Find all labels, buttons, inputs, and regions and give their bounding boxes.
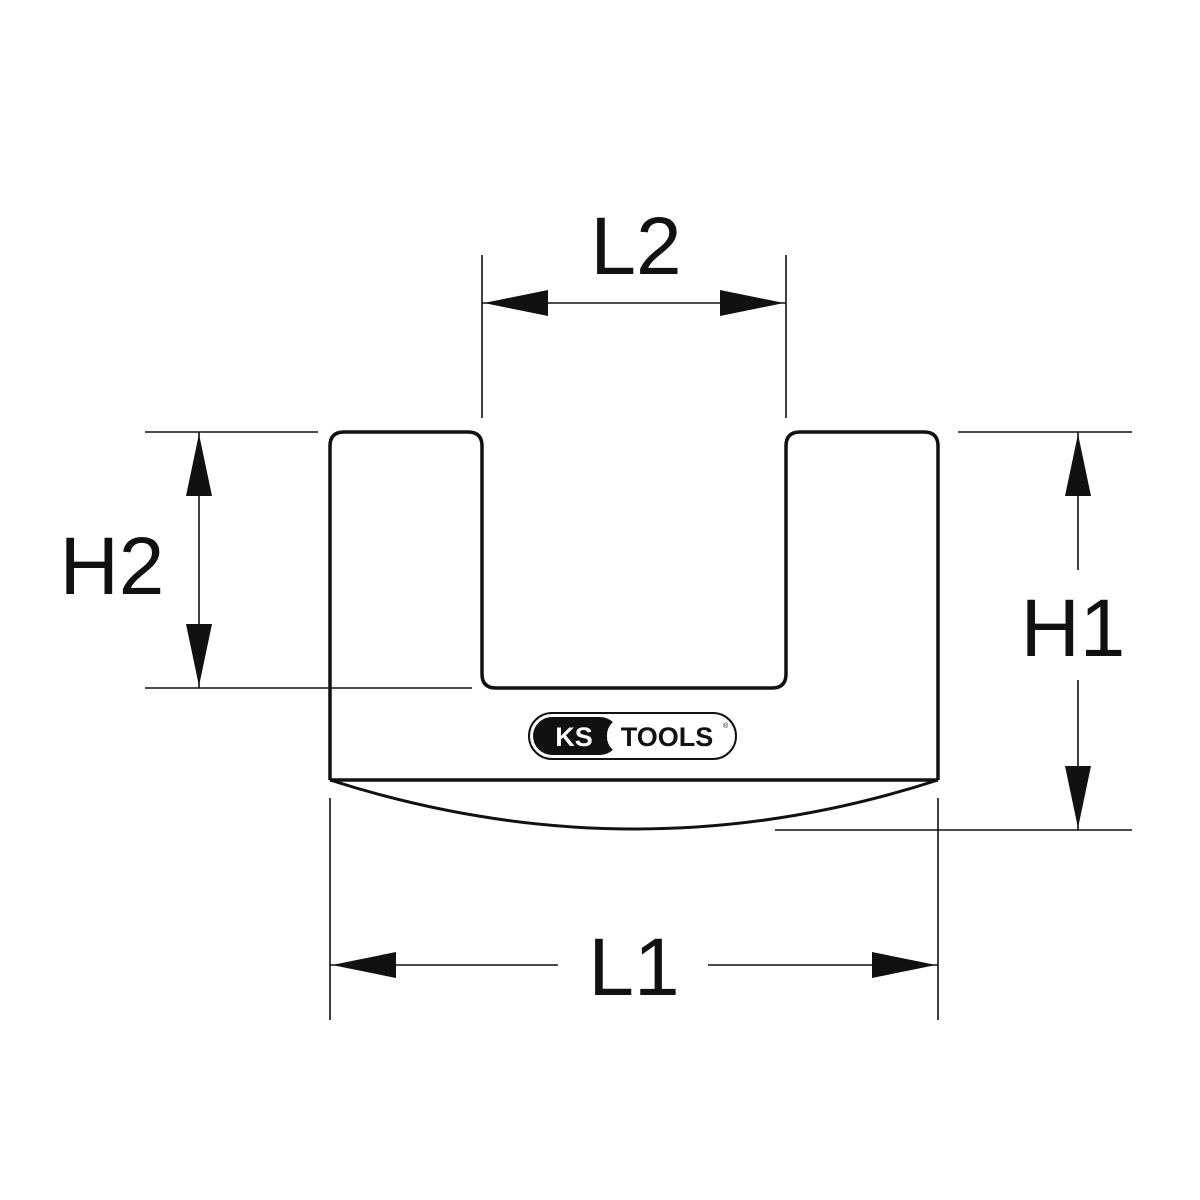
l1-arrow-right xyxy=(872,952,936,978)
logo-tools-text: TOOLS xyxy=(621,722,714,752)
logo-ks-text: KS xyxy=(555,722,593,752)
l1-label: L1 xyxy=(588,922,679,1013)
logo-registered-mark: ® xyxy=(723,722,729,730)
h1-arrow-up xyxy=(1065,434,1091,496)
l2-arrow-right xyxy=(720,290,784,316)
l2-arrow-left xyxy=(484,290,548,316)
part-bottom-curve xyxy=(329,778,939,831)
l1-arrow-left xyxy=(332,952,396,978)
l2-label: L2 xyxy=(590,201,681,292)
extension-lines xyxy=(145,255,1132,1020)
h2-label: H2 xyxy=(60,521,165,612)
brand-logo: KS TOOLS ® xyxy=(528,712,737,760)
logo-light-panel xyxy=(607,718,731,754)
logo-dark-pill xyxy=(533,717,619,755)
part-outline xyxy=(328,430,940,831)
h2-arrow-up xyxy=(186,434,212,496)
h1-arrow-down xyxy=(1065,766,1091,828)
part-body-outline xyxy=(328,430,940,780)
h2-arrow-down xyxy=(186,624,212,686)
dimension-labels: L2 H2 H1 L1 xyxy=(60,201,1126,1013)
arrowheads xyxy=(186,290,1091,978)
h1-label: H1 xyxy=(1021,583,1126,674)
